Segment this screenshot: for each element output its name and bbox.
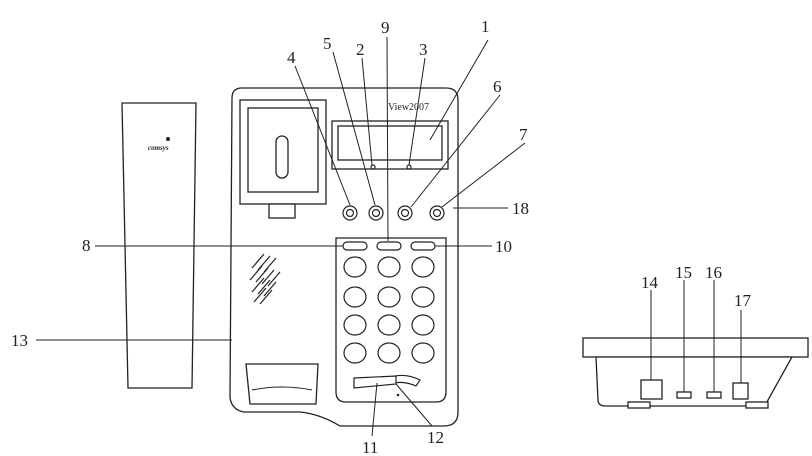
handset-brand-logo: comsys: [148, 144, 169, 152]
hook-switch: [268, 203, 296, 219]
hook-slot: [275, 135, 289, 179]
callout-1: 1: [481, 17, 490, 36]
digit-key-8[interactable]: [377, 314, 401, 336]
callout-15: 15: [675, 263, 692, 282]
callout-10: 10: [495, 237, 512, 256]
function-buttons: [342, 205, 445, 221]
leader-lines: [36, 36, 742, 437]
digit-key-3[interactable]: [411, 256, 435, 278]
callout-17: 17: [734, 291, 752, 310]
port-15: [676, 391, 692, 399]
key-flash[interactable]: [342, 241, 368, 251]
digit-key-11[interactable]: [377, 342, 401, 364]
speaker-grille: [249, 253, 281, 305]
port-16: [706, 391, 722, 399]
callout-12: 12: [427, 428, 444, 447]
base-top-plate: [582, 337, 809, 358]
port-14: [640, 379, 663, 400]
callout-14: 14: [641, 273, 659, 292]
callout-5: 5: [323, 34, 332, 53]
port-17: [732, 382, 749, 400]
callout-6: 6: [493, 77, 502, 96]
digit-key-12[interactable]: [411, 342, 435, 364]
digit-key-7[interactable]: [343, 314, 367, 336]
callout-9: 9: [381, 18, 390, 37]
callout-labels: 1 2 3 4 5 6 7 8 9 10 11 12 13 14 15 16 1…: [11, 17, 752, 456]
callout-3: 3: [419, 40, 428, 59]
digit-key-10[interactable]: [343, 342, 367, 364]
keypad: [335, 237, 447, 403]
digit-key-2[interactable]: [377, 256, 401, 278]
model-name: View2007: [388, 102, 429, 113]
callout-16: 16: [705, 263, 722, 282]
callout-2: 2: [356, 40, 365, 59]
callout-13: 13: [11, 331, 28, 350]
key-redial[interactable]: [376, 241, 402, 251]
key-store[interactable]: [410, 241, 436, 251]
callout-7: 7: [519, 125, 528, 144]
digit-key-5[interactable]: [377, 286, 401, 308]
cradle-bottom: [245, 363, 319, 405]
indicator-led-3: [406, 164, 412, 170]
lcd-screen: [337, 125, 443, 161]
callout-18: 18: [512, 199, 529, 218]
digit-key-9[interactable]: [411, 314, 435, 336]
handset-logo-dot: [166, 137, 170, 141]
digit-key-6[interactable]: [411, 286, 435, 308]
callout-4: 4: [287, 48, 296, 67]
digit-key-1[interactable]: [343, 256, 367, 278]
base-side-view: [582, 337, 809, 409]
base-lower-body: [595, 356, 794, 407]
callout-8: 8: [82, 236, 91, 255]
digit-key-4[interactable]: [343, 286, 367, 308]
callout-11: 11: [362, 438, 378, 456]
indicator-led-2: [370, 164, 376, 170]
